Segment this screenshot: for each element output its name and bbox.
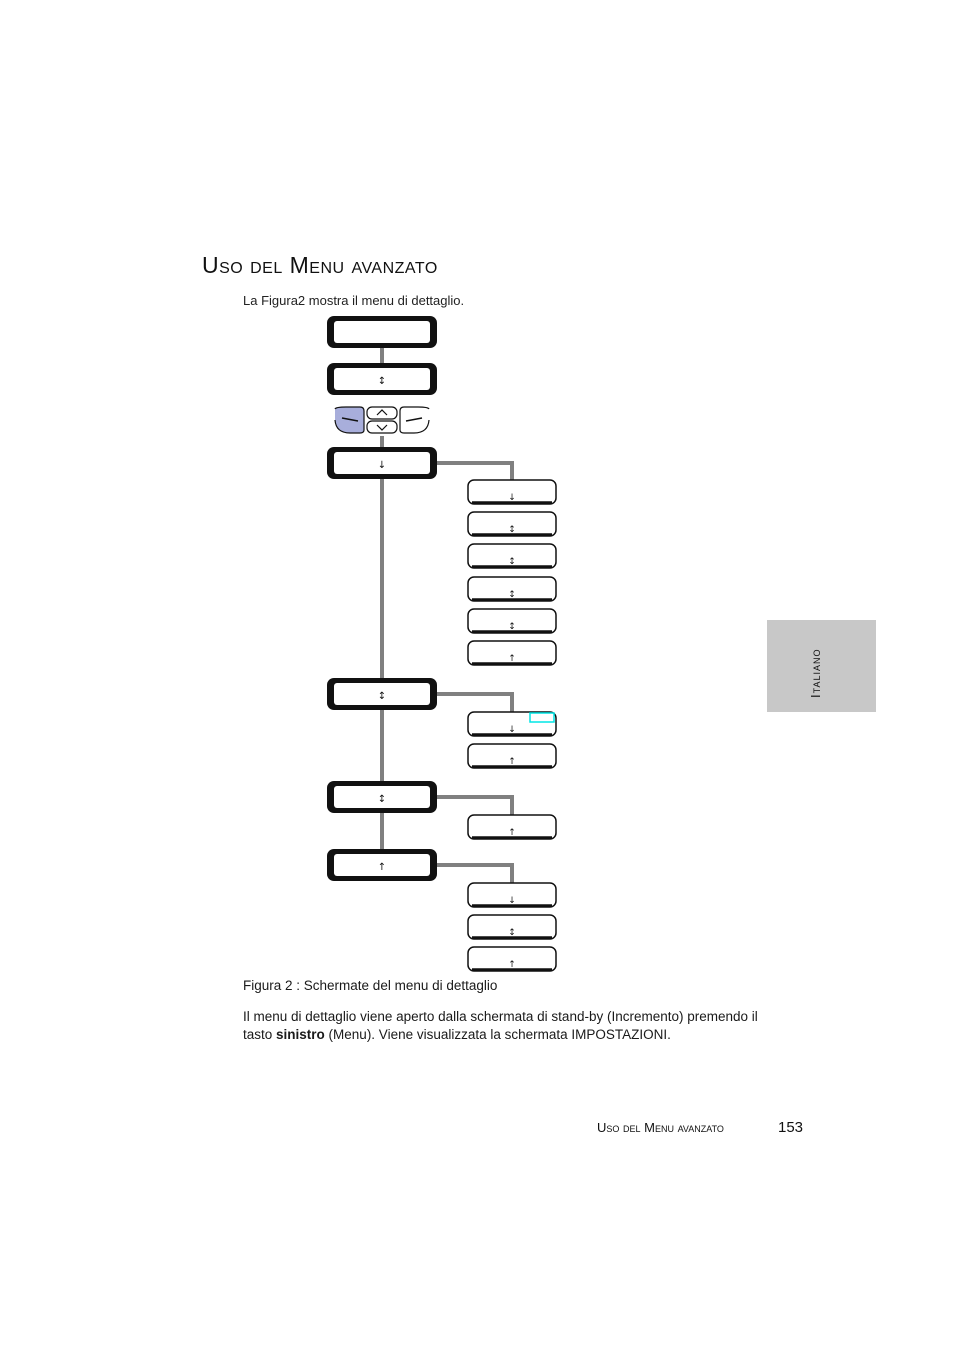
main-screen-arrow: ↕ <box>378 794 386 805</box>
sub-screen <box>467 608 557 634</box>
body-paragraph: Il menu di dettaglio viene aperto dalla … <box>243 1008 763 1044</box>
branch-line <box>437 692 514 712</box>
sub-screen <box>467 711 557 737</box>
main-screen-display <box>334 321 430 343</box>
sub-screen-arrow: ↓ <box>508 725 516 735</box>
sub-screen <box>467 914 557 940</box>
highlight-indicator <box>529 712 555 723</box>
page-heading: Uso del Menu avanzato <box>202 252 438 278</box>
main-screen-display <box>334 452 430 474</box>
main-screen-display <box>334 368 430 390</box>
branch-line <box>437 795 514 815</box>
sub-screen-arrow: ↕ <box>508 928 516 938</box>
sub-screen-arrow: ↕ <box>508 590 516 600</box>
main-screen-arrow: ↕ <box>378 376 386 387</box>
side-tab-label: Italiano <box>808 648 823 698</box>
main-screen-display <box>334 683 430 705</box>
sub-screen <box>467 543 557 569</box>
sub-screen <box>467 640 557 666</box>
sub-screen-arrow: ↕ <box>508 557 516 567</box>
chevron-down-icon <box>376 424 388 431</box>
main-screen-arrow: ↓ <box>378 460 386 471</box>
body-text-part1: Il menu di dettaglio viene aperto dalla … <box>243 1009 758 1042</box>
main-screen-arrow: ↑ <box>378 862 386 873</box>
sub-screen <box>467 882 557 908</box>
sub-screen <box>467 946 557 972</box>
left-key-bar <box>341 417 359 422</box>
language-side-tab: Italiano <box>767 620 876 712</box>
intro-text: La Figura2 mostra il menu di dettaglio. <box>243 293 465 308</box>
sub-screen <box>467 511 557 537</box>
footer-section-title: Uso del Menu avanzato <box>597 1120 724 1135</box>
sub-screen-arrow: ↓ <box>508 493 516 503</box>
main-screen-display <box>334 786 430 808</box>
sub-screen <box>467 479 557 505</box>
sub-screen-arrow: ↑ <box>508 960 516 970</box>
body-text-bold: sinistro <box>276 1027 325 1042</box>
branch-line <box>437 863 514 883</box>
branch-line <box>437 461 514 480</box>
sub-screen-arrow: ↕ <box>508 622 516 632</box>
sub-screen-arrow: ↑ <box>508 654 516 664</box>
page-number: 153 <box>778 1119 804 1136</box>
chevron-up-icon <box>376 409 388 416</box>
sub-screen <box>467 743 557 769</box>
sub-screen-arrow: ↓ <box>508 896 516 906</box>
body-text-part2: (Menu). Viene visualizzata la schermata … <box>324 1027 671 1042</box>
main-screen-display <box>334 854 430 876</box>
right-key-bar <box>405 417 423 422</box>
down-arrow-key-icon <box>366 420 398 434</box>
sub-screen-arrow: ↑ <box>508 828 516 838</box>
up-arrow-key-icon <box>366 406 398 420</box>
figure-caption: Figura 2 : Schermate del menu di dettagl… <box>243 978 498 993</box>
sub-screen-arrow: ↕ <box>508 525 516 535</box>
sub-screen-arrow: ↑ <box>508 757 516 767</box>
sub-screen <box>467 814 557 840</box>
main-screen-arrow: ↕ <box>378 691 386 702</box>
sub-screen <box>467 576 557 602</box>
